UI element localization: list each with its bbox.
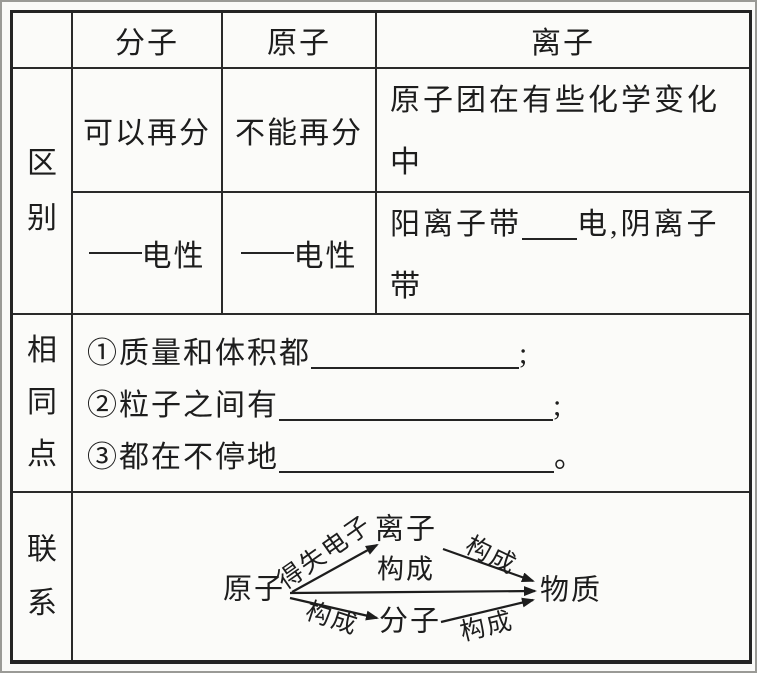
similarity-item-1-punct: ; <box>519 337 530 370</box>
similarities-content: ①质量和体积都; ②粒子之间有; ③都在不停地 。 <box>73 315 749 493</box>
row-label-differences: 区 别 <box>13 69 73 315</box>
diff-divisibility-ion: 原子团在有些化学变化中 可以再分。 <box>377 69 749 193</box>
similarity-item-2-text: ②粒子之间有 <box>87 389 279 422</box>
fill-in-blank <box>279 419 553 421</box>
row-label-differences-char: 区 <box>27 146 57 180</box>
particle-relationship-diagram: 原子 离子 分子 物质 得失电子 构成 构成 构成 构成 <box>73 493 749 660</box>
row-label-connections: 联 系 <box>13 493 73 660</box>
similarity-item-1: ①质量和体积都; <box>87 328 739 380</box>
diff-charge-molecule: 电性 <box>73 193 223 315</box>
diff-charge-atom: 电性 <box>223 193 377 315</box>
fill-in-blank <box>88 252 142 254</box>
row-label-similarities-char: 点 <box>27 438 57 471</box>
connections-content: 原子 离子 分子 物质 得失电子 构成 构成 构成 构成 <box>73 493 749 660</box>
diff-divisibility-atom: 不能再分 <box>223 69 377 193</box>
similarity-item-3-text: ③都在不停地 <box>87 441 279 474</box>
row-label-similarities: 相 同 点 <box>13 315 73 493</box>
row-label-similarities-char: 相 <box>27 334 57 367</box>
fill-in-blank <box>279 471 554 473</box>
diff-divisibility-ion-line1: 原子团在有些化学变化中 <box>390 84 720 179</box>
diff-divisibility-molecule: 可以再分 <box>73 69 223 193</box>
similarity-item-3-punct: 。 <box>554 441 586 474</box>
diff-charge-molecule-text: 电性 <box>141 240 206 273</box>
header-molecule: 分子 <box>73 13 223 69</box>
row-label-similarities-char: 同 <box>27 386 57 419</box>
diff-charge-atom-text: 电性 <box>293 240 358 273</box>
fill-in-blank <box>240 252 294 254</box>
similarity-item-3: ③都在不停地 。 <box>87 432 739 484</box>
similarity-item-1-text: ①质量和体积都 <box>87 337 311 370</box>
node-ion: 离子 <box>374 513 438 546</box>
header-ion: 离子 <box>377 13 749 69</box>
diff-charge-ion-part2: 电,阴离子带 <box>390 208 720 303</box>
particles-comparison-table: 分子 原子 离子 区 别 可以再分 不能再分 原子团在有些化学变化中 可以再分。… <box>10 10 752 664</box>
header-atom: 原子 <box>223 13 377 69</box>
node-matter: 物质 <box>539 574 603 607</box>
diagram-arrows <box>289 544 537 624</box>
row-label-connections-char: 联 <box>27 532 57 566</box>
fill-in-blank <box>522 238 577 240</box>
row-label-connections-char: 系 <box>27 586 57 620</box>
node-molecule: 分子 <box>378 605 442 638</box>
header-corner-cell <box>13 13 73 69</box>
similarity-item-2: ②粒子之间有; <box>87 380 739 432</box>
fill-in-blank <box>311 367 519 369</box>
diff-charge-ion-part1: 阳离子带 <box>390 208 522 241</box>
similarity-item-2-punct: ; <box>553 389 564 422</box>
row-label-differences-char: 别 <box>27 201 57 235</box>
node-atom: 原子 <box>222 573 286 606</box>
edge-label-compose-atom-matter: 构成 <box>377 554 435 585</box>
